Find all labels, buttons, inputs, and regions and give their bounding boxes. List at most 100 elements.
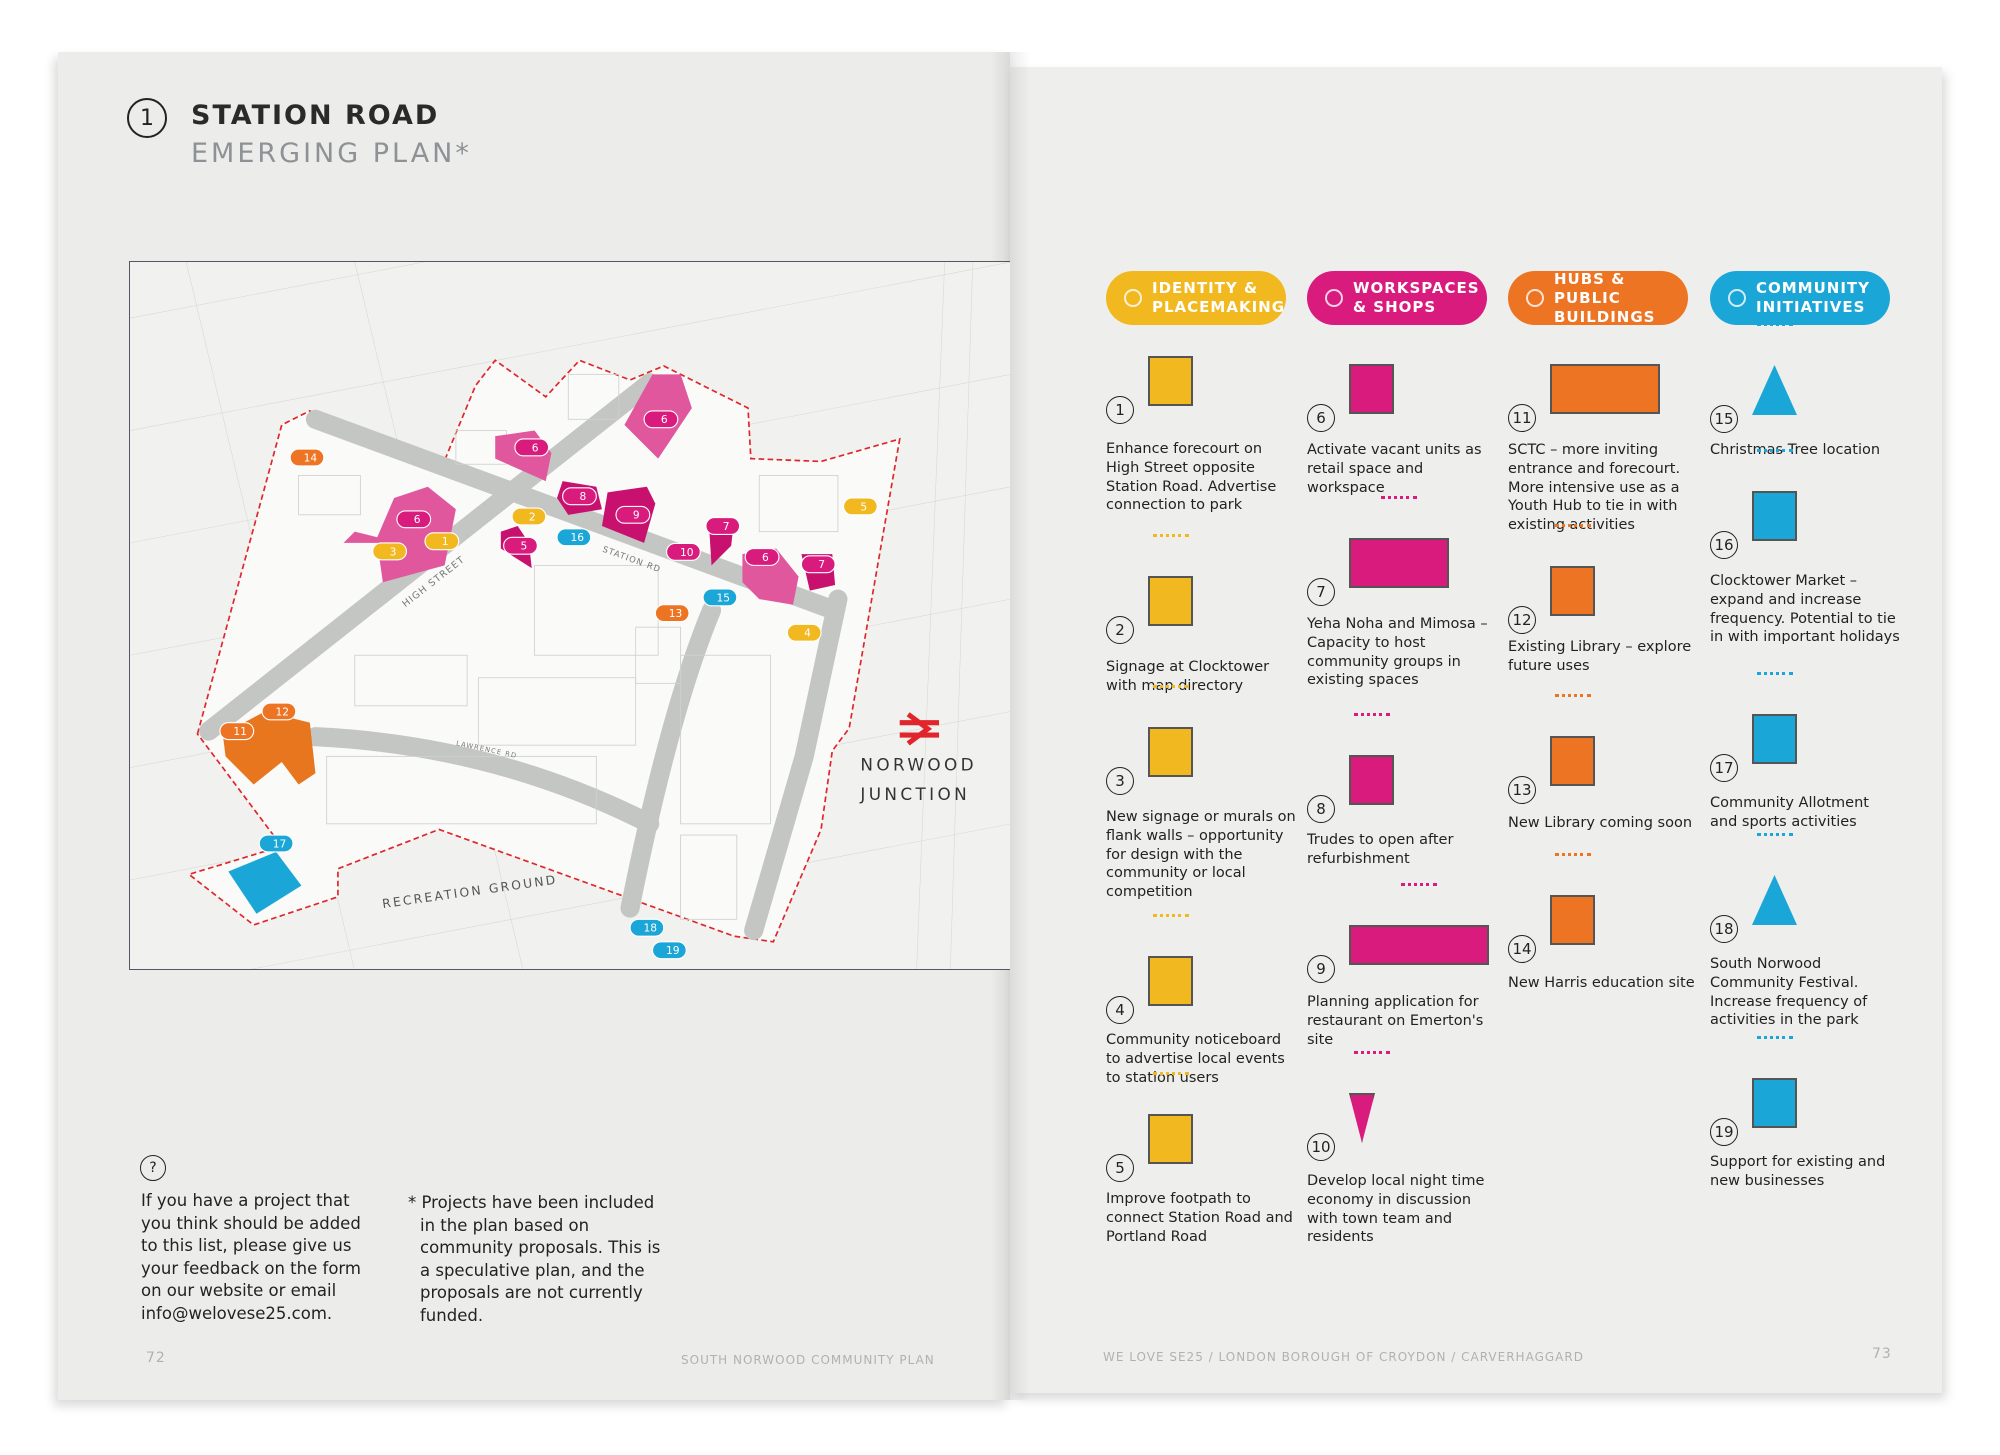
buildings-icon (1349, 538, 1449, 588)
lightbulb-icon (1124, 289, 1142, 307)
recreation-ground-label: RECREATION GROUND (381, 873, 558, 911)
map-marker[interactable]: 16 (556, 528, 592, 547)
project-number: 3 (1106, 767, 1134, 795)
page-title: STATION ROAD (191, 100, 440, 131)
map-marker[interactable]: 7 (705, 517, 741, 536)
marker-pill (258, 834, 294, 853)
help-icon: ? (140, 1155, 166, 1181)
category-label-line: INITIATIVES (1756, 298, 1866, 316)
map-marker[interactable]: 11 (219, 722, 255, 741)
map-marker[interactable]: 6 (744, 547, 780, 566)
map-marker[interactable]: 1 (424, 532, 460, 551)
project-description: New signage or murals on flank walls – o… (1106, 809, 1296, 901)
highlight-rays-icon (1152, 534, 1189, 544)
map-marker[interactable]: 4 (786, 623, 822, 642)
map-marker[interactable]: 5 (503, 536, 538, 555)
highlight-rays-icon (1152, 914, 1189, 924)
map-marker[interactable]: 14 (289, 448, 325, 467)
marker-number: 7 (818, 558, 825, 571)
project-description: Christmas Tree location (1710, 442, 1881, 458)
marker-pill (629, 918, 665, 937)
project-description: SCTC – more inviting entrance and foreco… (1508, 442, 1681, 534)
highlight-rays-icon (1756, 1036, 1793, 1046)
map-marker[interactable]: 15 (702, 588, 738, 607)
map-marker[interactable]: 6 (514, 438, 550, 457)
project-description: Support for existing and new businesses (1710, 1154, 1886, 1189)
map-marker[interactable]: 10 (666, 542, 701, 561)
project-description: Improve footpath to connect Station Road… (1106, 1191, 1293, 1245)
lamp-bench-icon (1148, 356, 1193, 406)
marker-number: 7 (723, 520, 730, 533)
project-number: 5 (1106, 1154, 1134, 1182)
marker-pill (744, 547, 780, 566)
map-marker[interactable]: 8 (562, 487, 597, 506)
project-number: 16 (1710, 531, 1738, 559)
highlight-rays-icon (1152, 314, 1189, 324)
map-marker[interactable]: 6 (396, 510, 432, 529)
category-label-line: BUILDINGS (1554, 307, 1656, 326)
noticeboard-icon (1148, 956, 1193, 1006)
marker-number: 10 (680, 546, 694, 559)
category-label-line: & SHOPS (1353, 298, 1437, 316)
highlight-rays-icon (1381, 496, 1417, 506)
arrows-icon (1526, 289, 1544, 307)
marker-pill (654, 604, 690, 623)
marker-pill (705, 517, 741, 536)
note-line: in the plan based on (420, 1215, 590, 1235)
map-marker[interactable]: 3 (372, 542, 408, 561)
page-number-left: 72 (146, 1350, 166, 1366)
marker-number: 2 (529, 510, 536, 523)
highlight-rays-icon (1554, 853, 1591, 863)
highlight-rays-icon (1353, 713, 1390, 723)
map-marker[interactable]: 5 (842, 497, 878, 516)
marker-pill (800, 555, 836, 574)
station-label-line-2: JUNCTION (859, 784, 970, 804)
handshake-icon (1728, 289, 1746, 307)
project-description: Community noticeboard to advertise local… (1106, 1032, 1285, 1086)
marker-pill (219, 722, 255, 741)
marker-pill (372, 542, 408, 561)
project-number: 2 (1106, 616, 1134, 644)
highlight-rays-icon (1554, 524, 1591, 534)
page-number-right: 73 (1872, 1346, 1892, 1362)
map-marker[interactable]: 7 (800, 555, 836, 574)
section-number-badge: 1 (127, 98, 167, 138)
footer-right: WE LOVE SE25 / LONDON BOROUGH OF CROYDON… (1103, 1350, 1584, 1364)
library-icon (1550, 736, 1595, 786)
marker-number: 11 (233, 725, 247, 738)
project-number: 8 (1307, 795, 1335, 823)
marker-pill (261, 702, 297, 721)
note-line: on our website or email (141, 1281, 337, 1301)
marker-number: 16 (570, 531, 584, 544)
marker-number: 12 (276, 705, 290, 718)
map-marker[interactable]: 6 (643, 410, 679, 429)
note-line: info@welovese25.com. (141, 1303, 333, 1323)
trowel-icon (1752, 714, 1797, 764)
map-marker[interactable]: 18 (629, 918, 665, 937)
marker-number: 3 (390, 545, 397, 558)
marker-pill (786, 623, 822, 642)
project-description: Signage at Clocktower with map directory (1106, 659, 1270, 694)
map-marker[interactable]: 2 (511, 507, 547, 526)
map-marker[interactable]: 17 (258, 834, 294, 853)
marker-number: 17 (273, 837, 287, 850)
map-marker[interactable]: 12 (261, 702, 297, 721)
project-number: 18 (1710, 915, 1738, 943)
project-description: New Library coming soon (1508, 815, 1693, 831)
market-stall-icon (1752, 491, 1797, 541)
project-number: 10 (1307, 1133, 1335, 1161)
map-marker[interactable]: 13 (654, 604, 690, 623)
map-marker[interactable]: 9 (615, 505, 651, 524)
marker-number: 14 (304, 451, 318, 464)
highlight-rays-icon (1152, 1072, 1189, 1082)
marker-pill (562, 487, 597, 506)
highlight-rays-icon (1756, 672, 1793, 682)
category-label-line: HUBS & PUBLIC (1554, 269, 1626, 307)
highlight-rays-icon (1353, 1051, 1390, 1061)
map-marker[interactable]: 19 (651, 941, 687, 960)
highlight-rays-icon (1756, 323, 1793, 333)
highlight-rays-icon (1587, 322, 1623, 332)
